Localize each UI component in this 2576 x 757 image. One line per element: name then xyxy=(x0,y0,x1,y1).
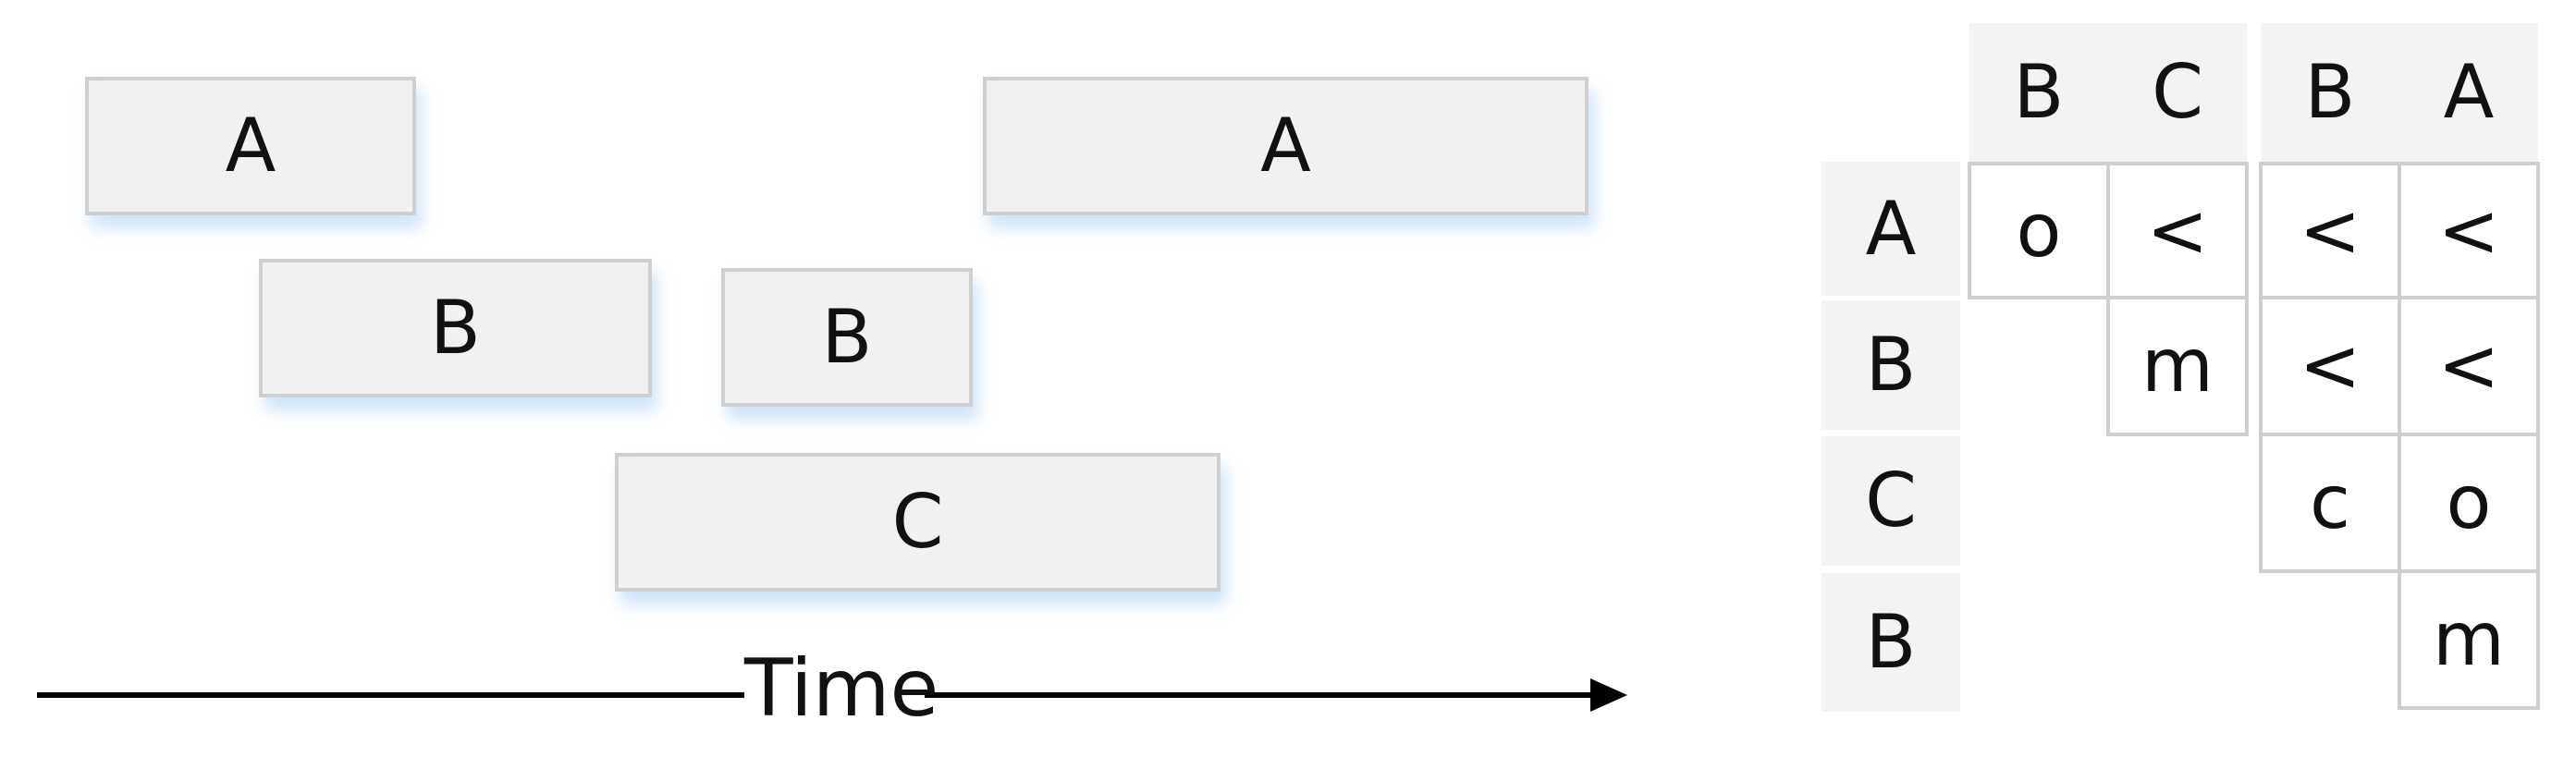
matrix-cell: < xyxy=(2398,296,2540,436)
column-header: C xyxy=(2108,23,2247,162)
event-label: B xyxy=(430,285,481,371)
matrix-cell: < xyxy=(2398,162,2540,299)
event-label: C xyxy=(891,479,944,565)
matrix-cell: m xyxy=(2398,569,2540,710)
matrix-cell: m xyxy=(2106,296,2249,436)
row-header: A xyxy=(1822,162,1960,296)
matrix-cell: o xyxy=(1968,162,2110,299)
event-box-b1: B xyxy=(259,259,652,397)
event-box-a2: A xyxy=(983,77,1589,215)
matrix-cell: < xyxy=(2259,296,2401,436)
event-label: B xyxy=(821,294,873,380)
matrix-cell: o xyxy=(2398,433,2540,573)
event-label: A xyxy=(225,103,276,189)
event-box-c: C xyxy=(615,453,1221,592)
row-header: B xyxy=(1822,300,1960,430)
row-header: C xyxy=(1822,436,1960,566)
column-header: B xyxy=(1969,23,2108,162)
event-box-a1: A xyxy=(85,77,416,215)
column-header: A xyxy=(2399,23,2538,162)
time-axis-label: Time xyxy=(744,638,938,739)
matrix-cell: < xyxy=(2106,162,2249,299)
matrix-cell: < xyxy=(2259,162,2401,299)
event-box-b2: B xyxy=(721,268,973,407)
event-label: A xyxy=(1260,103,1311,189)
row-header: B xyxy=(1822,573,1960,712)
matrix-cell: c xyxy=(2259,433,2401,573)
column-header: B xyxy=(2261,23,2399,162)
